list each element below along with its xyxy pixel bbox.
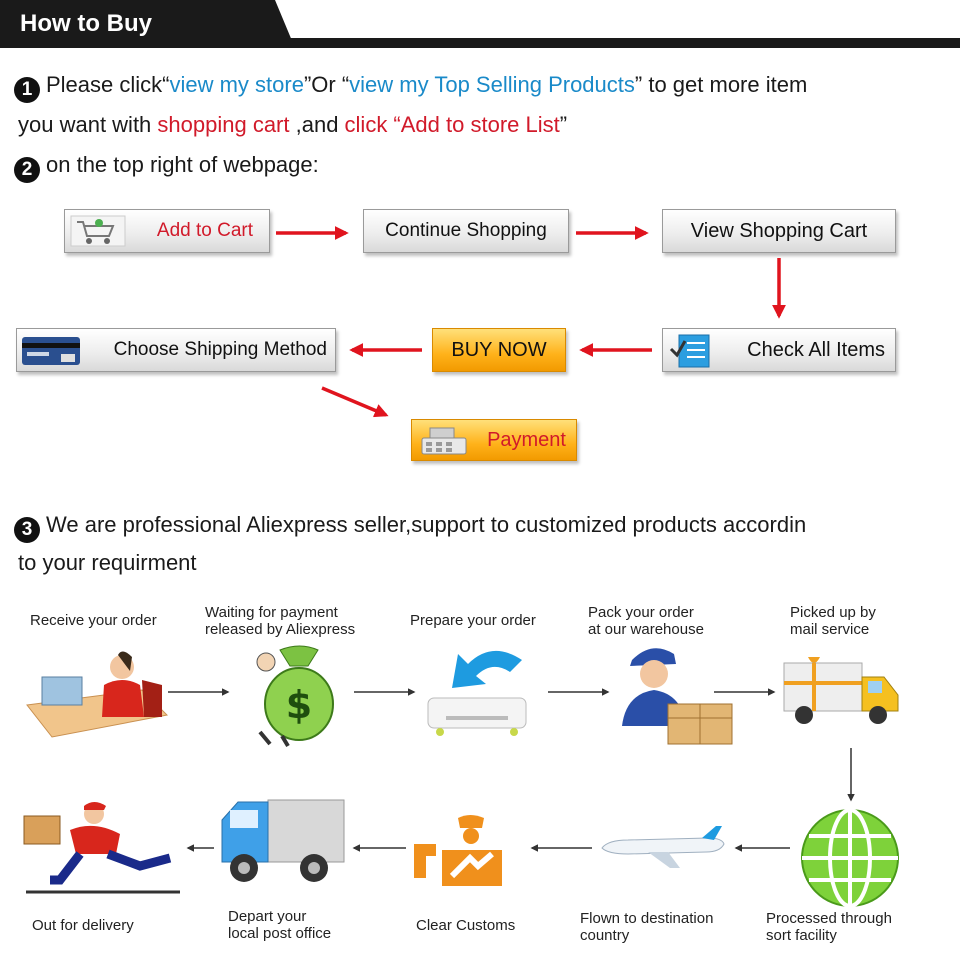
receive-order-label: Receive your order <box>30 612 157 629</box>
check-all-items-button[interactable]: Check All Items <box>662 328 896 372</box>
step-2-number: 2 <box>14 157 40 183</box>
page-title: How to Buy <box>20 10 152 37</box>
waiting-payment-label-2: released by Aliexpress <box>205 621 356 638</box>
pack-order-label-2: at our warehouse <box>588 621 704 638</box>
arrow-shipping-to-payment <box>321 386 389 418</box>
step-1-prefix: Please click“ <box>46 72 170 97</box>
flown-label-1: Flown to destination <box>580 910 714 927</box>
running-courier-icon <box>23 802 180 894</box>
view-my-store-link[interactable]: view my store <box>169 72 304 97</box>
step-1-line2-mid: ,and <box>289 112 345 137</box>
delivery-truck-icon <box>783 657 899 724</box>
shopping-cart-icon <box>70 215 126 247</box>
download-tray-icon <box>427 650 527 736</box>
step-1-suffix: ” to get more item <box>634 72 808 97</box>
step-3-number: 3 <box>14 517 40 543</box>
top-selling-products-link[interactable]: view my Top Selling Products <box>349 72 635 97</box>
globe-icon <box>801 808 899 908</box>
header-bar: How to Buy <box>0 0 960 48</box>
step-3-text-1: We are professional Aliexpress seller,su… <box>46 512 807 537</box>
step-1-line-2: you want with shopping cart ,and click “… <box>18 112 567 138</box>
header-divider <box>270 38 960 48</box>
cash-register-icon <box>421 427 467 455</box>
office-worker-icon <box>26 651 169 738</box>
waiting-payment-label-1: Waiting for payment <box>205 604 338 621</box>
step-3-line-2: to your requirment <box>18 550 197 576</box>
step-1-number: 1 <box>14 77 40 103</box>
step-1-line2-end: ” <box>559 112 568 137</box>
step-2-text: on the top right of webpage: <box>46 152 319 177</box>
shopping-cart-text: shopping cart <box>157 112 290 137</box>
add-to-store-list-text: click “Add to store List <box>344 112 560 137</box>
customs-officer-icon <box>414 815 502 886</box>
picked-up-label-2: mail service <box>790 621 870 638</box>
picked-up-label-1: Picked up by <box>790 604 876 621</box>
airplane-icon <box>601 826 725 868</box>
flown-label-2: country <box>580 927 630 944</box>
prepare-order-label: Prepare your order <box>410 612 536 629</box>
credit-card-icon <box>22 337 80 365</box>
clear-customs-label: Clear Customs <box>416 917 516 934</box>
pack-order-label-1: Pack your order <box>588 604 694 621</box>
svg-text:$: $ <box>286 683 312 727</box>
processed-label-1: Processed through <box>766 910 892 927</box>
post-office-truck-icon <box>221 799 345 882</box>
money-bag-icon: $ <box>256 645 334 748</box>
checklist-icon <box>669 334 710 368</box>
step-1-line2-prefix: you want with <box>18 112 158 137</box>
step-3-text-2: to your requirment <box>18 550 197 575</box>
warehouse-worker-icon <box>622 648 733 745</box>
header-title-tab <box>0 0 295 48</box>
depart-label-1: Depart your <box>228 908 307 925</box>
out-for-delivery-label: Out for delivery <box>32 917 134 934</box>
depart-label-2: local post office <box>228 925 332 942</box>
processed-label-2: sort facility <box>766 927 837 944</box>
step-1-mid: ”Or “ <box>303 72 350 97</box>
